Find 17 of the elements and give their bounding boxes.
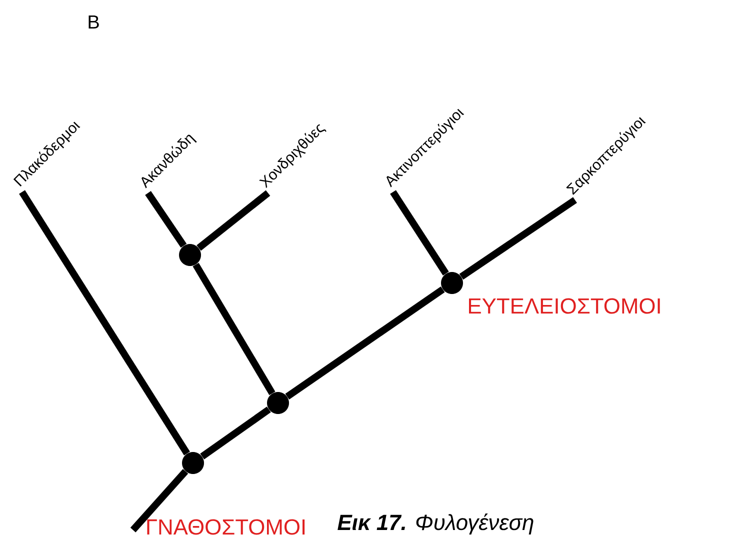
branch-line [19, 190, 190, 456]
branch-dot [441, 272, 463, 294]
branch-line [192, 262, 276, 396]
branch-line [285, 286, 445, 400]
panel-letter: B [88, 15, 99, 28]
branch-dot [182, 452, 204, 474]
group-label: ΕΥΤΕΛΕΙΟΣΤΟΜΟΙ [469, 298, 660, 314]
branch-line [145, 191, 187, 248]
branch-line [196, 190, 270, 251]
figure-caption: Εικ 17. Φυλογένεση [338, 513, 534, 535]
branch-dot [179, 244, 201, 266]
branch-line [130, 468, 188, 532]
branch-line [459, 197, 577, 280]
branch-dot [267, 392, 289, 414]
branch-line [390, 190, 449, 276]
group-label: ΓΝΑΘΟΣΤΟΜΟΙ [147, 519, 305, 535]
branch-line [200, 406, 271, 460]
